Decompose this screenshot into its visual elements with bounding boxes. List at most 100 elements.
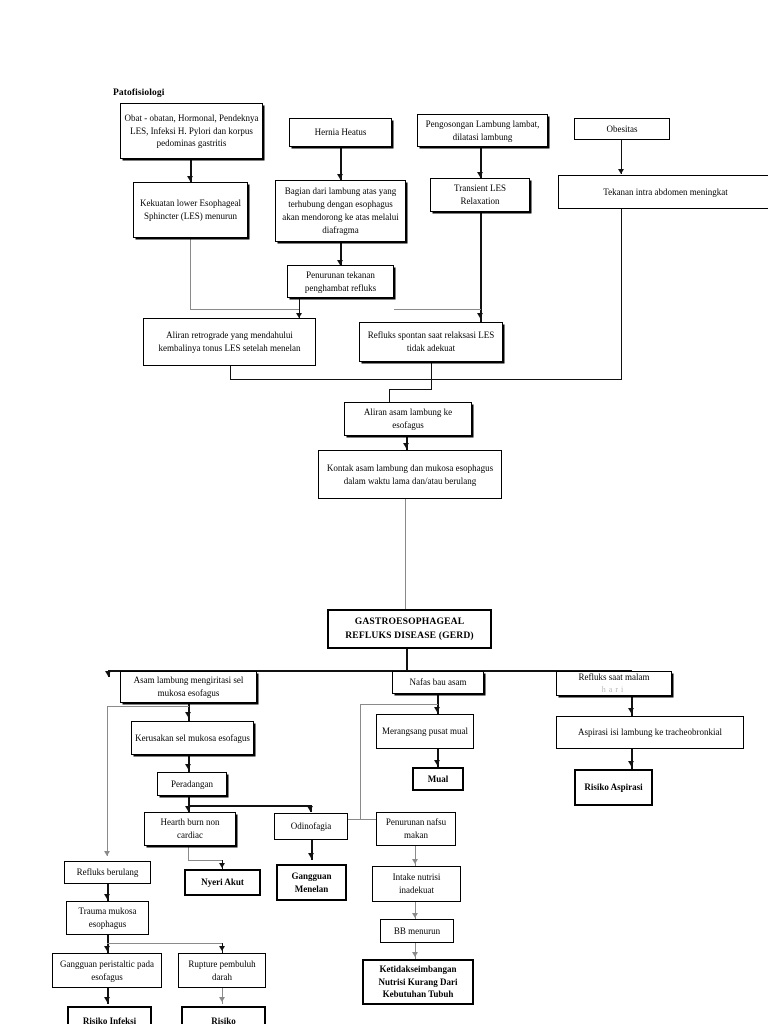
node-gangguan-peristaltic: Gangguan peristaltic pada esofagus [52, 953, 162, 988]
node-risiko-aspirasi: Risiko Aspirasi [574, 769, 653, 806]
connector-n21-n24 [188, 796, 190, 812]
arrowhead-n13 [403, 443, 409, 448]
connector-n08-elbow [390, 379, 622, 381]
connector-n25-n29 [311, 840, 313, 860]
connector-n12-elbow [389, 389, 432, 391]
connector-n19-n22 [437, 749, 439, 767]
connector-n12-drop [389, 389, 391, 403]
connector-n07-n11 [480, 212, 482, 322]
node-refluks-berulang: Refluks berulang [64, 861, 151, 884]
arrowhead-n09 [337, 260, 343, 265]
connector-n06-n09 [340, 242, 342, 266]
connector-n09-to-n10 [299, 298, 301, 318]
connector-n30-n32 [415, 902, 417, 919]
node-aliran-asam-lambung: Aliran asam lambung ke esofagus [344, 402, 472, 436]
node-refluks-saat-malam: Refluks saat malam hari [556, 671, 672, 696]
node-kekuatan-les-menurun: Kekuatan lower Esophageal Sphincter (LES… [133, 182, 248, 238]
connector-n25-right-elbow [348, 819, 376, 821]
node-pengosongan-lambung: Pengosongan Lambung lambat, dilatasi lam… [417, 114, 548, 147]
node-risiko: Risiko [181, 1006, 266, 1024]
arrowhead-n35 [412, 952, 418, 957]
connector-n20-n23 [631, 749, 633, 769]
connector-n17-n20 [631, 696, 633, 716]
node-hernia-heatus: Hernia Heatus [289, 118, 392, 147]
node-intake-nutrisi-inadekuat: Intake nutrisi inadekuat [372, 866, 461, 902]
arrowhead-n30 [412, 859, 418, 864]
node-odinofagia: Odinofagia [274, 813, 348, 840]
connector-n03-n07 [480, 147, 482, 178]
arrowhead-n36 [104, 997, 110, 1002]
node-transient-les-relaxation: Transient LES Relaxation [430, 178, 530, 212]
arrowhead-n11 [477, 313, 483, 318]
node-risiko-infeksi: Risiko Infeksi [67, 1006, 152, 1024]
node-aliran-retrograde: Aliran retrograde yang mendahului kembal… [143, 318, 316, 366]
connector-gerd-bus [108, 670, 632, 672]
arrowhead-n27 [104, 851, 110, 856]
connector-n27-n31 [107, 884, 109, 901]
connector-n21-bus [188, 805, 311, 807]
connector-n04-n08 [621, 140, 623, 174]
connector-n15-left-down [107, 706, 109, 856]
node-trauma-mukosa-esophagus: Trauma mukosa esophagus [66, 901, 149, 935]
arrowhead-n23 [628, 761, 634, 766]
connector-n16-left-down [360, 704, 362, 820]
connector-n15-left-elbow [107, 706, 189, 708]
node-gangguan-menelan: Gangguan Menelan [276, 864, 347, 901]
arrowhead-n15 [105, 671, 111, 676]
arrowhead-n19 [434, 707, 440, 712]
connector-n05-down [190, 238, 192, 310]
node-tekanan-intra-abdomen: Tekanan intra abdomen meningkat [558, 175, 768, 209]
node-refluks-spontan: Refluks spontan saat relaksasi LES tidak… [359, 322, 503, 362]
node-rupture-pembuluh-darah: Rupture pembuluh darah [178, 953, 266, 988]
connector-n26-n30 [415, 846, 417, 866]
connector-n31-bus [107, 943, 223, 945]
node-penurunan-tekanan-penghambat: Penurunan tekanan penghambat refluks [287, 265, 394, 298]
node-obat-obatan: Obat - obatan, Hormonal, Pendeknya LES, … [120, 103, 263, 159]
arrowhead-n22 [434, 760, 440, 765]
node-nafas-bau-asam: Nafas bau asam [392, 671, 484, 694]
node-refluks-saat-malam-label: Refluks saat malam [578, 672, 650, 683]
arrowhead-n31 [104, 894, 110, 899]
connector-n34-n37 [222, 988, 224, 1004]
connector-n16-left-elbow [360, 704, 438, 706]
connector-gerd-down [406, 649, 408, 671]
arrowhead-n10 [296, 313, 302, 318]
connector-n13-n14 [405, 499, 407, 611]
connector-n02-n06 [340, 147, 342, 180]
node-nyeri-akut: Nyeri Akut [184, 869, 261, 896]
node-peradangan: Peradangan [157, 772, 227, 796]
connector-merge-bus [230, 379, 390, 381]
arrowhead-n07 [477, 172, 483, 177]
arrowhead-n29 [308, 853, 314, 858]
arrowhead-n33 [104, 946, 110, 951]
arrowhead-n32 [412, 913, 418, 918]
node-bb-menurun: BB menurun [380, 919, 454, 943]
node-penurunan-nafsu-makan: Penurunan nafsu makan [376, 812, 456, 846]
node-bagian-lambung-atas: Bagian dari lambung atas yang terhubung … [275, 180, 406, 242]
connector-n24-elbow [188, 860, 223, 862]
connector-n33-n36 [107, 988, 109, 1004]
connector-n24-down [188, 846, 190, 861]
node-refluks-saat-malam-sublabel: hari [601, 685, 627, 695]
connector-n32-n35 [415, 943, 417, 959]
connector-n09-elbow-right [394, 309, 481, 311]
node-hearth-burn-non-cardiac: Hearth burn non cardiac [144, 812, 236, 846]
arrowhead-n21 [185, 764, 191, 769]
node-aspirasi-isi-lambung: Aspirasi isi lambung ke tracheobronkial [556, 716, 744, 749]
node-gerd: GASTROESOPHAGEAL REFLUKS DISEASE (GERD) [327, 609, 492, 649]
arrowhead-n08 [618, 169, 624, 174]
node-asam-lambung-mengiritasi: Asam lambung mengiritasi sel mukosa esof… [120, 671, 257, 703]
connector-n01-n05 [190, 159, 192, 182]
node-merangsang-pusat-mual: Merangsang pusat mual [376, 714, 474, 749]
node-ketidakseimbangan-nutrisi: Ketidakseimbangan Nutrisi Kurang Dari Ke… [362, 959, 474, 1005]
arrowhead-n28 [219, 863, 225, 868]
arrowhead-n20 [628, 708, 634, 713]
node-mual: Mual [412, 767, 464, 791]
arrowhead-n06 [337, 174, 343, 179]
arrowhead-n18 [185, 712, 191, 717]
arrowhead-n25 [307, 806, 313, 811]
connector-n10-down [230, 366, 232, 380]
connector-n18-n21 [188, 755, 190, 772]
arrowhead-n34 [219, 946, 225, 951]
